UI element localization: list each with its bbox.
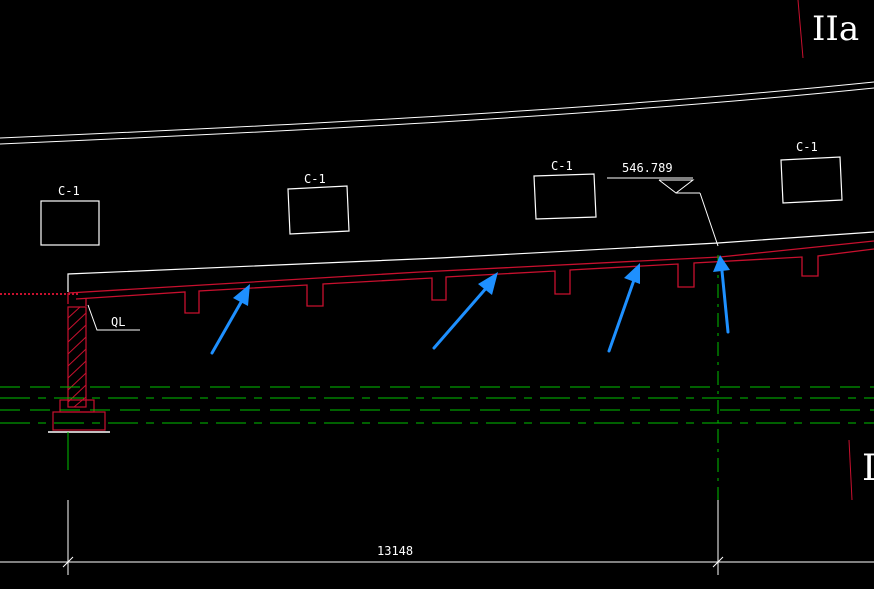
svg-text:C-1: C-1: [58, 184, 80, 198]
svg-text:C-1: C-1: [796, 140, 818, 154]
window-box-4: C-1: [780, 140, 843, 204]
svg-text:C-1: C-1: [551, 159, 573, 173]
dimension-value: 13148: [377, 544, 413, 558]
blue-arrow-3: [607, 263, 640, 353]
window-box-3: C-1: [533, 159, 597, 220]
road-edge-lines: [0, 81, 874, 145]
svg-text:C-1: C-1: [304, 172, 326, 186]
elevation-value: 546.789: [622, 161, 673, 175]
grid-label-right: D: [862, 448, 874, 489]
ql-leader: [87, 304, 140, 331]
window-box-1: C-1: [40, 184, 100, 246]
elevation-marker: [607, 177, 719, 247]
annotation-arrows: [210, 255, 730, 355]
blue-arrow-1: [210, 284, 250, 355]
blue-arrow-2: [432, 272, 498, 350]
beam-label: QL: [111, 315, 125, 329]
window-box-2: C-1: [287, 172, 350, 235]
grid-label-top: IIa: [812, 9, 859, 49]
dimension-line: [0, 500, 874, 575]
grid-line-top-red: [797, 0, 804, 59]
green-dashed-lines: [0, 255, 874, 520]
footing: [52, 399, 106, 431]
blue-arrow-4: [713, 255, 730, 334]
grid-line-right-red: [848, 439, 853, 501]
slab-outline: [67, 231, 874, 292]
column-hatched: [67, 306, 87, 408]
ribbed-slab-red: [67, 240, 874, 314]
